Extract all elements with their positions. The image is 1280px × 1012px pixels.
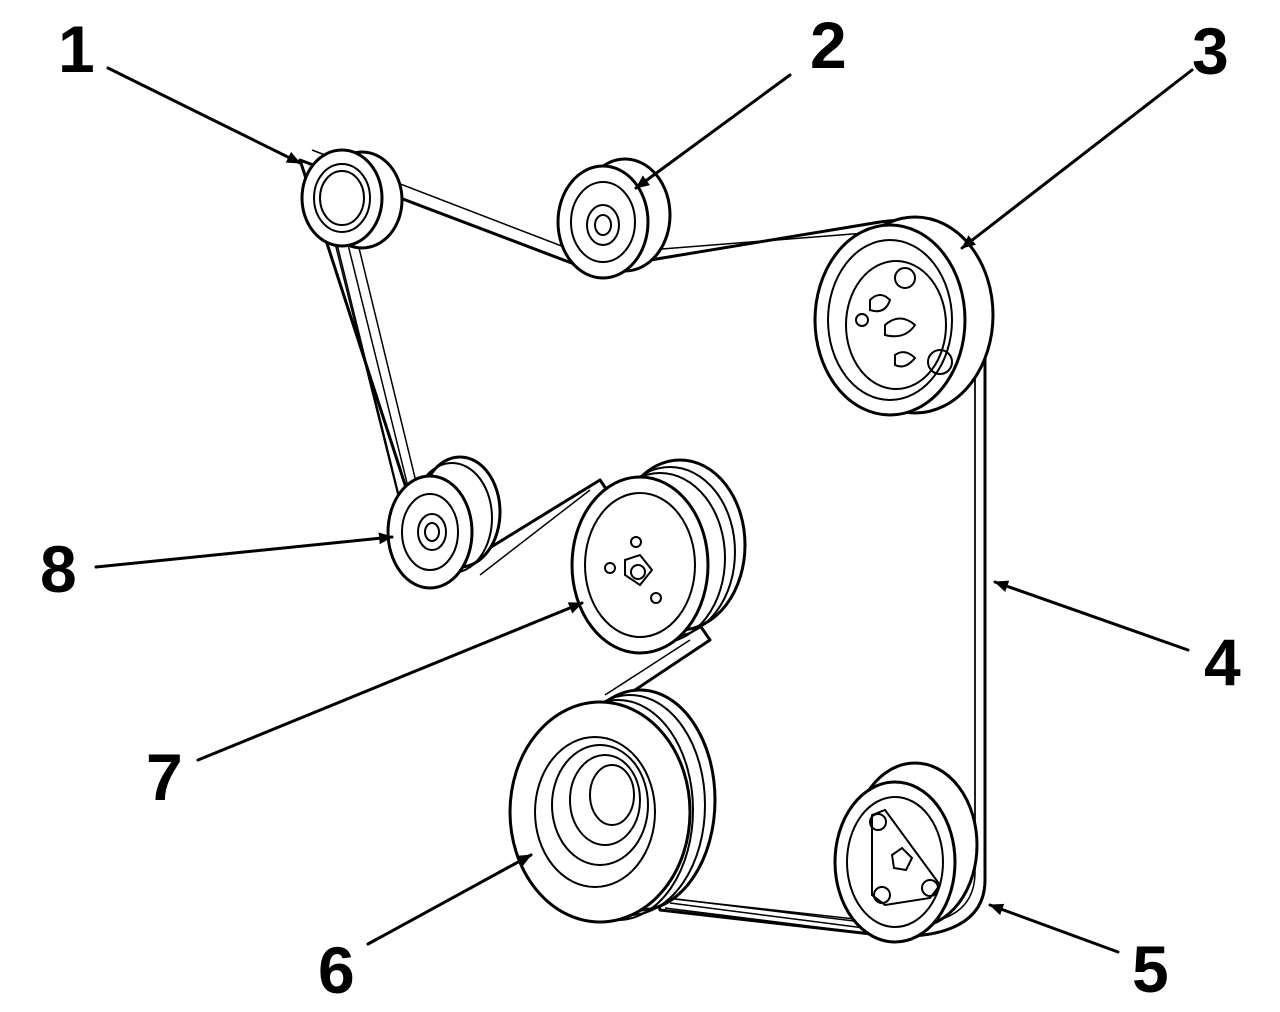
leader-line-4 xyxy=(993,580,1190,652)
pulley-6-crankshaft xyxy=(508,688,717,924)
callout-5: 5 xyxy=(1132,932,1169,1006)
pulley-1-idler xyxy=(300,148,404,250)
leader-lines xyxy=(94,66,1194,954)
pulley-7-alternator xyxy=(570,458,747,655)
leader-line-2 xyxy=(634,73,792,190)
callout-3: 3 xyxy=(1192,14,1229,88)
callout-4: 4 xyxy=(1204,625,1241,699)
callout-1: 1 xyxy=(58,12,95,86)
callout-2: 2 xyxy=(810,8,847,82)
leader-line-8 xyxy=(94,532,394,569)
leader-line-6 xyxy=(366,853,533,946)
pulley-5-water-pump xyxy=(833,761,979,944)
leader-line-5 xyxy=(988,903,1120,954)
pulley-8-idler xyxy=(386,455,502,590)
callout-8: 8 xyxy=(40,532,77,606)
pulley-3-power-steering xyxy=(813,215,995,417)
callout-6: 6 xyxy=(318,933,355,1007)
callout-7: 7 xyxy=(146,740,183,814)
leader-line-3 xyxy=(960,68,1194,250)
leader-line-1 xyxy=(106,66,302,165)
callout-labels: 1 2 3 4 5 6 7 8 xyxy=(40,8,1241,1007)
leader-line-7 xyxy=(196,601,584,762)
